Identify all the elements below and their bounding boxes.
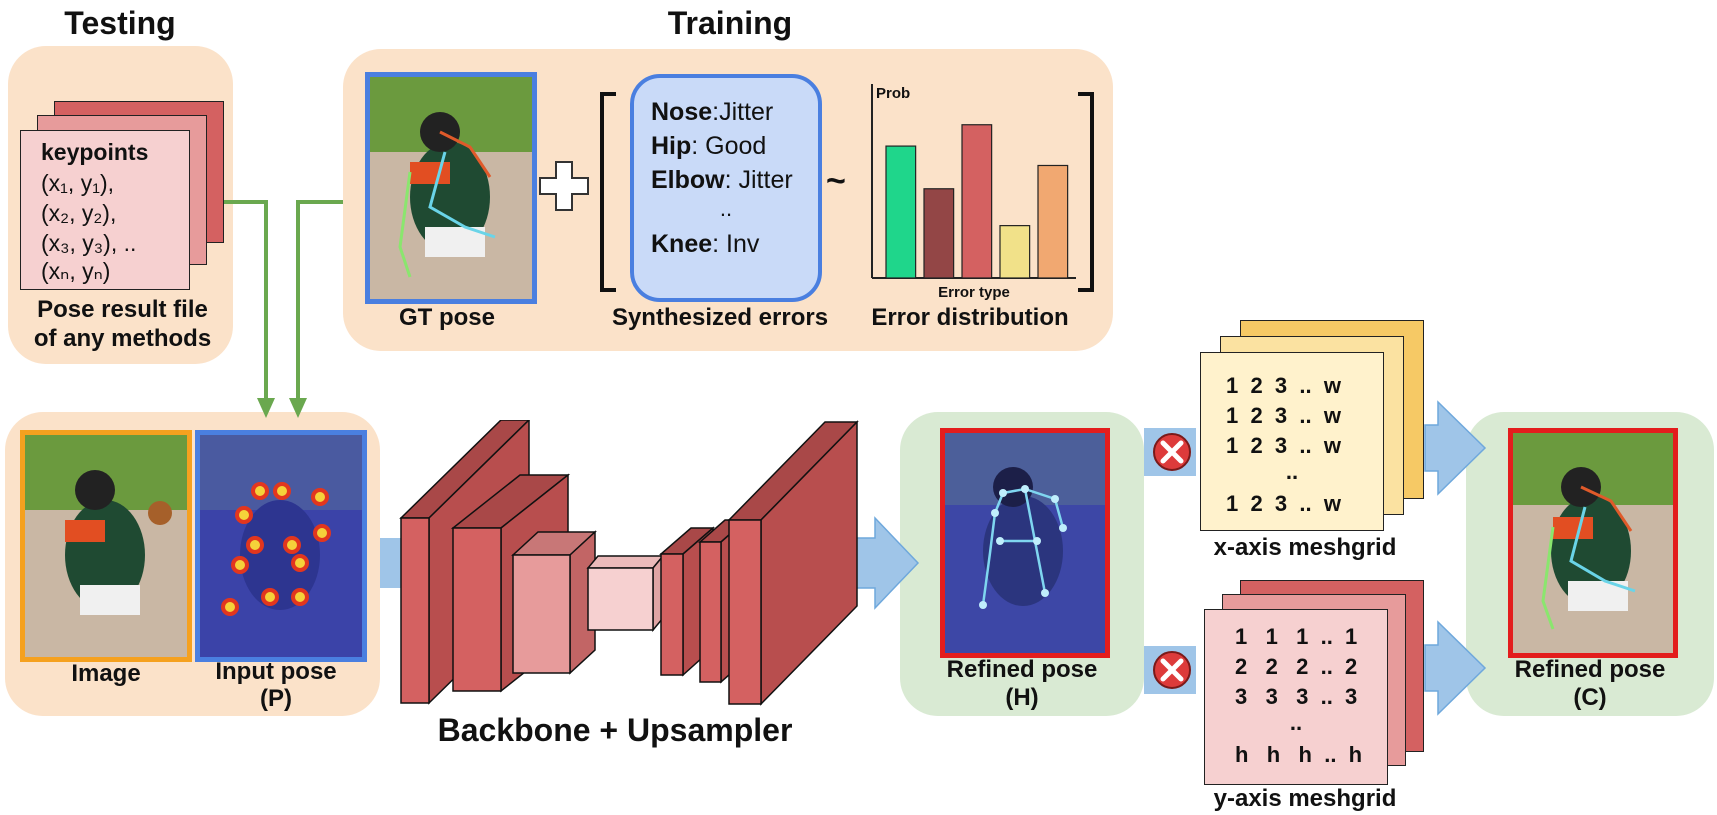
refined-pose-h-image <box>940 428 1110 658</box>
x-meshgrid-card-front: 1 2 3 .. w 1 2 3 .. w 1 2 3 .. w .. 1 2 … <box>1200 352 1384 531</box>
training-arrowhead <box>289 398 307 418</box>
refined-pose-c-image <box>1508 428 1678 658</box>
error-value: : Inv <box>712 230 760 258</box>
error-part: Knee <box>651 230 713 258</box>
error-row-nose: Nose:Jitter <box>651 98 773 127</box>
x-grid-row: 1 2 3 .. w <box>1226 403 1341 428</box>
error-bar <box>999 225 1031 279</box>
result-file-caption-2: of any methods <box>33 325 212 352</box>
error-bar <box>885 145 917 279</box>
error-part: Hip <box>651 132 692 160</box>
backbone-network <box>399 420 859 706</box>
keypoint-line-1: (x₁, y₁), <box>41 170 115 196</box>
y-meshgrid-caption: y-axis meshgrid <box>1213 785 1397 812</box>
input-image <box>20 430 192 662</box>
error-row-knee: Knee: Inv <box>651 230 759 259</box>
gt-pose-caption: GT pose <box>398 304 495 331</box>
error-value: :Jitter <box>712 98 774 126</box>
synthesized-errors-box: Nose:Jitter Hip: Good Elbow: Jitter .. K… <box>630 74 822 302</box>
encoder-block-2 <box>452 527 502 692</box>
error-row-hip: Hip: Good <box>651 132 766 161</box>
error-row-elbow: Elbow: Jitter <box>651 166 793 195</box>
result-file-caption-1: Pose result file <box>37 296 208 323</box>
testing-to-input-arrow <box>224 200 268 400</box>
input-pose-heatmap <box>195 430 367 662</box>
training-header: Training <box>667 5 793 41</box>
bottleneck-block <box>587 567 654 631</box>
x-grid-row: 1 2 3 .. w <box>1226 373 1341 398</box>
error-bar <box>961 124 993 279</box>
x-grid-row: .. <box>1285 459 1299 484</box>
decoder-block-1 <box>660 553 684 676</box>
result-file-card-front: keypoints (x₁, y₁), (x₂, y₂), (x₃, y₃), … <box>20 130 190 290</box>
input-to-backbone-stub <box>380 538 402 588</box>
synthesized-errors-caption: Synthesized errors <box>611 304 829 331</box>
keypoint-line-2: (x₂, y₂), <box>41 200 117 226</box>
error-part: Nose <box>651 98 713 126</box>
chart-xlabel: Error type <box>938 284 1010 301</box>
error-row-ellipsis: .. <box>719 196 733 221</box>
plus-icon <box>539 161 589 211</box>
y-grid-row: 3 3 3 .. 3 <box>1235 684 1358 709</box>
y-grid-row: 1 1 1 .. 1 <box>1235 624 1358 649</box>
bottleneck-block <box>586 555 665 569</box>
x-grid-row: 1 2 3 .. w <box>1226 433 1341 458</box>
xgrid-to-c-arrow <box>1424 400 1487 496</box>
y-grid-row: h h h .. h <box>1235 742 1363 767</box>
refined-pose-h-caption-2: (H) <box>1005 684 1039 711</box>
error-distribution-chart: Prob Error type <box>871 84 1076 301</box>
error-bar <box>923 188 955 279</box>
testing-arrowhead <box>257 398 275 418</box>
input-image-caption: Image <box>71 660 141 687</box>
x-grid-row: 1 2 3 .. w <box>1226 491 1341 516</box>
keypoint-line-4: (xₙ, yₙ) <box>41 258 111 284</box>
testing-header: Testing <box>64 5 176 41</box>
gt-pose-image <box>365 72 537 304</box>
error-bar <box>1037 164 1069 279</box>
right-bracket <box>1078 92 1094 292</box>
decoder-block-3 <box>728 519 762 705</box>
refined-pose-h-caption-1: Refined pose <box>946 656 1098 683</box>
multiply-icon <box>1153 433 1191 471</box>
x-meshgrid-caption: x-axis meshgrid <box>1213 534 1397 561</box>
backbone-caption: Backbone + Upsampler <box>437 712 793 748</box>
refined-pose-c-caption-1: Refined pose <box>1514 656 1666 683</box>
refined-pose-c-caption-2: (C) <box>1573 684 1607 711</box>
error-value: : Jitter <box>724 166 793 194</box>
ygrid-to-c-arrow <box>1424 620 1487 716</box>
training-to-input-arrow <box>296 200 343 400</box>
keypoints-title: keypoints <box>41 139 149 165</box>
encoder-block-3 <box>512 554 571 674</box>
y-grid-row: .. <box>1289 710 1303 735</box>
y-grid-row: 2 2 2 .. 2 <box>1235 654 1358 679</box>
input-pose-caption-2: (P) <box>260 685 292 712</box>
multiply-icon <box>1153 651 1191 689</box>
keypoint-line-3: (x₃, y₃), .. <box>41 230 137 256</box>
left-bracket <box>600 92 616 292</box>
tilde-symbol: ~ <box>826 162 846 200</box>
backbone-to-refined-arrow <box>854 516 920 610</box>
encoder-block-1 <box>400 517 430 704</box>
error-part: Elbow <box>651 166 725 194</box>
y-meshgrid-card-front: 1 1 1 .. 1 2 2 2 .. 2 3 3 3 .. 3 .. h h … <box>1204 609 1388 785</box>
error-distribution-caption: Error distribution <box>871 304 1069 331</box>
input-pose-caption-1: Input pose <box>215 658 337 685</box>
chart-ylabel: Prob <box>876 85 910 102</box>
decoder-block-2 <box>699 541 722 683</box>
error-value: : Good <box>691 132 767 160</box>
